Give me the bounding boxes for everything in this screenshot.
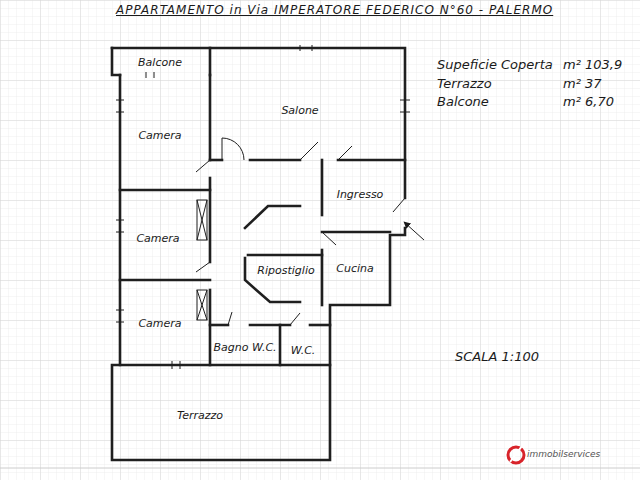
room-name: Balcone [138,56,182,69]
interior-wall [250,324,290,327]
balcony-wall [209,48,212,75]
interior-wall [321,160,324,215]
room-name: Ripostiglio [257,264,314,277]
room-area: Camera [120,75,210,190]
room-area: Balcone [112,48,210,75]
area-caption: Supeficie Coperta [437,57,553,72]
walls [112,48,405,460]
window-mark [400,100,410,112]
corridor-wall [245,206,300,228]
door-leaf [322,232,336,245]
room-name: Cucina [336,262,373,275]
entrance-arrow [404,222,424,240]
plan-title: APPARTAMENTO in Via IMPERATORE FEDERICO … [116,3,553,17]
area-value: m² 103,9 [563,57,622,72]
door-leaf [196,160,210,172]
door-leaf [338,146,352,160]
wardrobe [197,200,207,240]
logo-mark [510,446,522,462]
interior-wall [120,279,210,282]
balcony-wall [112,48,120,75]
room-name: Terrazzo [177,409,223,422]
window-mark [116,100,124,112]
sheet-edge [0,468,640,469]
area-caption: Terrazzo [437,76,492,91]
interior-wall [321,250,324,305]
room-area: Camera [120,280,210,365]
room-name: Bagno W.C. [213,341,276,354]
door-swing [222,138,244,160]
interior-wall [310,324,330,327]
logo [508,446,524,463]
room-area: Camera [120,190,210,280]
watermark: immobilservices [527,449,600,459]
wardrobe [197,290,207,320]
window-mark [116,220,124,232]
interior-wall [279,325,282,365]
room-name: Camera [136,232,179,245]
windows [116,45,410,369]
interior-wall [322,231,390,234]
outer-wall [112,48,405,198]
room-area: Bagno W.C. [210,325,280,365]
room-area: Cucina [322,232,390,305]
logo-mark [508,447,524,463]
room-name: Camera [138,129,181,142]
interior-wall [210,159,222,162]
room-area: Salone [210,48,405,160]
door-leaf [196,262,210,272]
interior-wall [210,324,228,327]
room-area: Ingresso [322,160,405,232]
area-caption: Balcone [437,94,489,109]
area-value: m² 6,70 [563,94,614,109]
window-mark [172,361,180,369]
interior-wall [209,75,212,160]
door-leaf [228,312,232,325]
door-leaf [300,142,318,160]
interior-wall [248,254,322,257]
door-leaf [290,313,300,325]
room-area: Ripostiglio [248,255,322,300]
outer-wall [330,228,405,365]
interior-wall [209,290,212,365]
window-mark [146,72,154,78]
room-name: Ingresso [337,188,384,201]
room-name: W.C. [291,344,316,357]
room-name: Camera [138,317,181,330]
terrace-outline [112,365,330,460]
wardrobe [197,290,207,320]
wardrobe [197,200,207,240]
interior-wall [120,189,210,192]
window-mark [116,310,124,322]
entrance-door [393,198,405,212]
room-name: Salone [281,104,318,117]
interior-wall [338,159,405,162]
scale-note: SCALA 1:100 [455,349,539,364]
room-area: W.C. [280,325,330,365]
window-mark [300,45,312,51]
doors [196,138,424,325]
room-area: Terrazzo [112,365,330,460]
area-value: m² 37 [563,76,602,91]
interior-wall [250,159,300,162]
